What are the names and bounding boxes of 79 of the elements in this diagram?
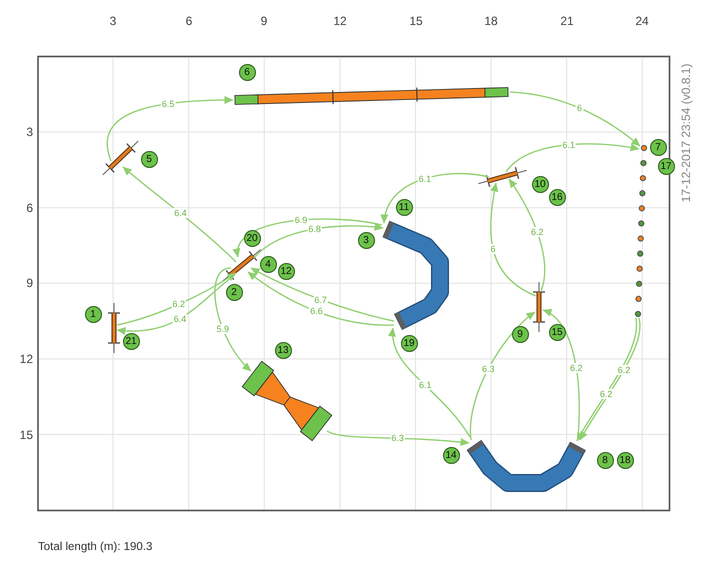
path-arrow <box>381 173 490 224</box>
axis-tick-label: 3 <box>26 125 33 139</box>
distance-label: 6 <box>576 103 583 113</box>
sequence-number: 10 <box>532 176 548 192</box>
path-arrow <box>510 91 640 146</box>
sequence-number: 18 <box>616 452 634 468</box>
jump-hurdle <box>107 302 121 354</box>
total-length-text: Total length (m): 190.3 <box>38 540 152 554</box>
sequence-number: 5 <box>140 150 158 168</box>
distance-label: 6.2 <box>598 388 614 399</box>
sequence-number: 20 <box>244 230 260 246</box>
axis-tick-label: 18 <box>484 14 498 28</box>
distance-label: 6.1 <box>561 140 576 150</box>
path-arrow <box>116 272 236 326</box>
sequence-number: 14 <box>442 446 460 464</box>
sequence-number: 17 <box>658 158 674 174</box>
jump-hurdle <box>477 166 528 188</box>
axis-tick-label: 3 <box>110 14 116 28</box>
sequence-number: 3 <box>358 232 374 248</box>
sequence-number: 11 <box>396 198 412 216</box>
sequence-number: 12 <box>278 262 294 280</box>
distance-label: 6.7 <box>313 294 328 304</box>
path-arrow <box>490 182 536 297</box>
distance-label: 6.5 <box>160 98 176 109</box>
axis-tick-label: 6 <box>186 14 192 28</box>
distance-label: 6 <box>490 244 497 254</box>
axis-tick-label: 15 <box>20 428 33 442</box>
distance-label: 6.8 <box>307 224 322 234</box>
timestamp-label: 17-12-2017 23:54 (v0.8.1) <box>679 64 693 202</box>
distance-label: 6.1 <box>418 174 432 184</box>
path-arrow <box>508 178 546 292</box>
a-frame <box>241 360 333 442</box>
path-arrow <box>326 430 470 446</box>
path-arrow <box>470 311 536 440</box>
axis-tick-label: 9 <box>260 14 268 28</box>
sequence-number: 15 <box>548 324 566 340</box>
distance-label: 6.2 <box>616 364 632 375</box>
distance-label: 6.6 <box>309 306 324 316</box>
distance-label: 6.1 <box>418 380 432 390</box>
sequence-number: 16 <box>548 188 566 206</box>
distance-label: 6.4 <box>173 208 188 218</box>
distance-label: 6.9 <box>294 215 308 226</box>
sequence-number: 21 <box>122 332 140 350</box>
distance-label: 6.2 <box>568 362 584 373</box>
distance-label: 5.9 <box>216 324 230 334</box>
sequence-number: 19 <box>400 334 418 352</box>
axis-tick-label: 12 <box>20 352 33 366</box>
path-arrow <box>506 143 640 172</box>
sequence-number: 7 <box>650 138 666 156</box>
axis-tick-label: 15 <box>409 14 423 28</box>
jump-hurdle <box>532 281 546 333</box>
sequence-number: 8 <box>596 452 614 468</box>
jump-hurdle <box>102 140 139 176</box>
path-arrow <box>234 218 382 258</box>
sequence-number: 13 <box>274 342 292 358</box>
axis-tick-label: 6 <box>26 201 33 215</box>
axis-tick-label: 9 <box>26 276 33 290</box>
sequence-number: 9 <box>512 326 528 342</box>
axis-tick-label: 21 <box>560 14 574 28</box>
distance-label: 6.2 <box>530 227 544 238</box>
path-arrow <box>214 267 252 372</box>
sequence-number: 4 <box>260 256 276 272</box>
axis-tick-label: 12 <box>333 14 347 28</box>
jump-hurdle <box>221 249 262 282</box>
sequence-number: 2 <box>226 284 242 300</box>
path-arrow <box>106 96 234 162</box>
path-arrow <box>122 166 236 262</box>
path-arrow <box>254 223 384 258</box>
distance-label: 6.3 <box>481 364 496 374</box>
sequence-number: 1 <box>84 306 102 322</box>
weave-poles <box>634 144 648 318</box>
path-arrow <box>388 328 471 438</box>
distance-label: 6.4 <box>172 314 188 324</box>
distance-label: 6.2 <box>172 299 186 310</box>
sequence-number: 6 <box>238 64 256 80</box>
axis-tick-label: 24 <box>635 14 649 28</box>
path-arrow <box>116 277 232 335</box>
distance-label: 6.3 <box>390 433 405 444</box>
dog-walk-plank <box>234 87 509 105</box>
